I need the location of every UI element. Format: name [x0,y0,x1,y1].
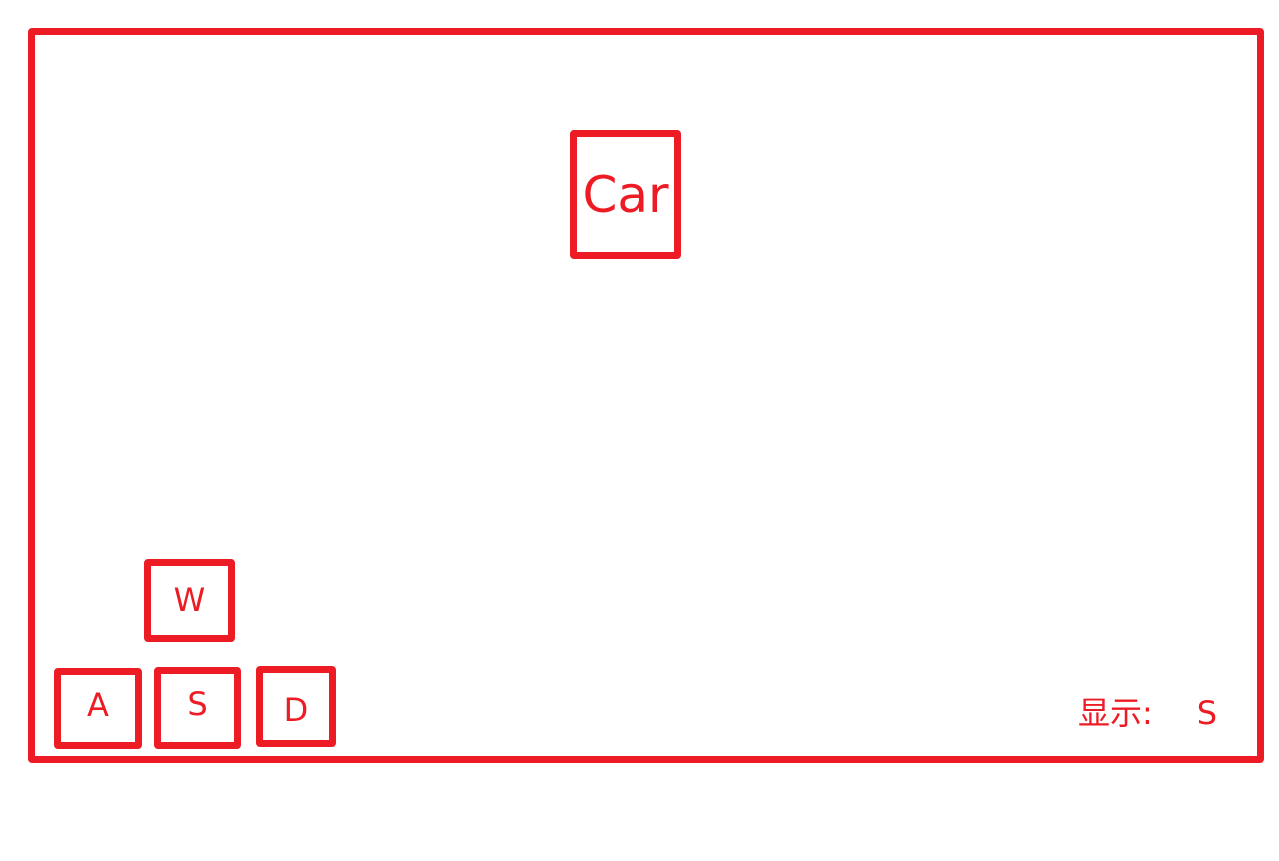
key-d-label: D [283,690,309,729]
display-value: S [1196,694,1218,732]
car-label: Car [582,165,669,224]
key-s-label: S [187,685,208,723]
key-a-button[interactable]: A [54,668,142,749]
key-w-button[interactable]: W [144,559,235,642]
key-w-label: W [173,580,206,619]
key-display: 显示: S [1078,688,1217,734]
game-area-frame [28,28,1264,763]
display-label: 显示: [1078,694,1153,732]
key-d-button[interactable]: D [256,666,336,747]
car-sprite: Car [570,130,681,259]
key-s-button[interactable]: S [154,667,241,749]
key-a-label: A [87,685,109,724]
